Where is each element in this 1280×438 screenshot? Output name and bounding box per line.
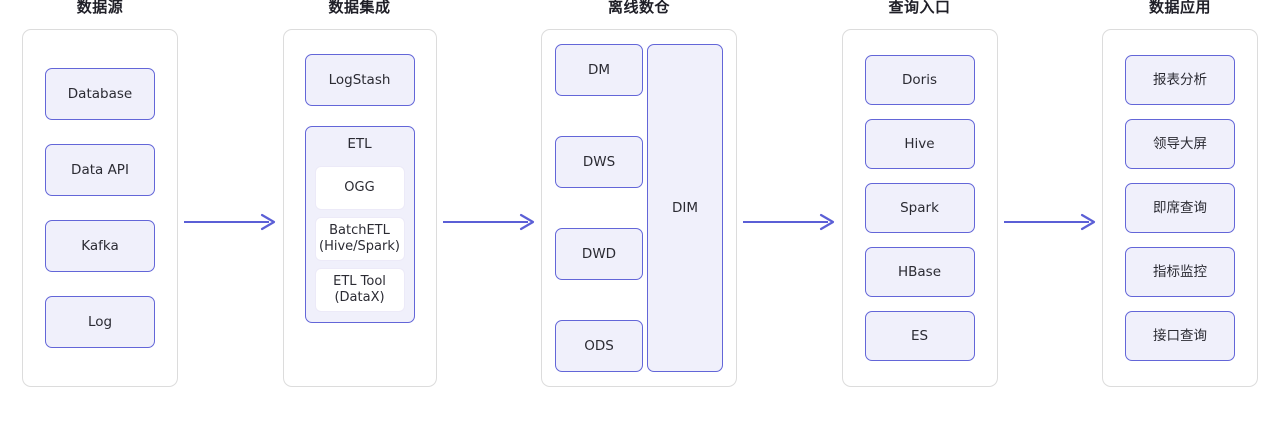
stage-container-query-entry: Doris Hive Spark HBase ES bbox=[841, 29, 998, 387]
stage-title-query-entry: 查询入口 bbox=[888, 0, 951, 16]
stage-container-data-integration: LogStash ETL OGG BatchETL (Hive/Spark) E… bbox=[282, 29, 437, 387]
stage-offline-warehouse: 离线数仓 DM DWS DWD ODS DIM bbox=[541, 0, 737, 387]
node-batch-etl[interactable]: BatchETL (Hive/Spark) bbox=[314, 216, 405, 261]
node-ogg[interactable]: OGG bbox=[314, 165, 405, 210]
stage-title-data-application: 数据应用 bbox=[1148, 0, 1211, 16]
stage-title-data-source: 数据源 bbox=[76, 0, 124, 16]
node-data-api[interactable]: Data API bbox=[45, 144, 155, 196]
node-spark[interactable]: Spark bbox=[864, 183, 975, 233]
node-adhoc-query[interactable]: 即席查询 bbox=[1125, 183, 1235, 233]
node-report-analysis[interactable]: 报表分析 bbox=[1125, 55, 1235, 105]
stage-data-source: 数据源 Database Data API Kafka Log bbox=[22, 0, 178, 387]
node-api-query[interactable]: 接口查询 bbox=[1125, 311, 1235, 361]
stage-data-application: 数据应用 报表分析 领导大屏 即席查询 指标监控 接口查询 bbox=[1102, 0, 1258, 387]
node-kafka[interactable]: Kafka bbox=[45, 220, 155, 272]
node-leader-dashboard[interactable]: 领导大屏 bbox=[1125, 119, 1235, 169]
node-hbase[interactable]: HBase bbox=[864, 247, 975, 297]
stage-container-offline-warehouse: DM DWS DWD ODS DIM bbox=[541, 29, 737, 387]
arrow-source-to-integration bbox=[178, 43, 283, 401]
node-metric-monitoring[interactable]: 指标监控 bbox=[1125, 247, 1235, 297]
node-dm[interactable]: DM bbox=[555, 44, 643, 96]
stage-container-data-source: Database Data API Kafka Log bbox=[22, 29, 178, 387]
node-es[interactable]: ES bbox=[864, 311, 975, 361]
group-etl[interactable]: ETL OGG BatchETL (Hive/Spark) ETL Tool (… bbox=[304, 126, 415, 323]
node-hive[interactable]: Hive bbox=[864, 119, 975, 169]
stage-title-offline-warehouse: 离线数仓 bbox=[607, 0, 670, 16]
node-dwd[interactable]: DWD bbox=[555, 228, 643, 280]
node-log[interactable]: Log bbox=[45, 296, 155, 348]
node-doris[interactable]: Doris bbox=[864, 55, 975, 105]
node-database[interactable]: Database bbox=[45, 68, 155, 120]
stage-data-integration: 数据集成 LogStash ETL OGG BatchETL (Hive/Spa… bbox=[282, 0, 437, 387]
group-etl-label: ETL bbox=[347, 136, 372, 152]
node-dws[interactable]: DWS bbox=[555, 136, 643, 188]
stage-title-data-integration: 数据集成 bbox=[328, 0, 391, 16]
arrow-integration-to-warehouse bbox=[437, 43, 542, 401]
stage-container-data-application: 报表分析 领导大屏 即席查询 指标监控 接口查询 bbox=[1102, 29, 1258, 387]
node-dim[interactable]: DIM bbox=[647, 44, 723, 372]
arrow-warehouse-to-query bbox=[737, 43, 842, 401]
arrow-query-to-application bbox=[998, 43, 1103, 401]
node-ods[interactable]: ODS bbox=[555, 320, 643, 372]
node-logstash[interactable]: LogStash bbox=[304, 54, 415, 106]
node-etl-tool[interactable]: ETL Tool (DataX) bbox=[314, 267, 405, 312]
stage-query-entry: 查询入口 Doris Hive Spark HBase ES bbox=[841, 0, 998, 387]
warehouse-layer-column: DM DWS DWD ODS bbox=[555, 44, 643, 372]
